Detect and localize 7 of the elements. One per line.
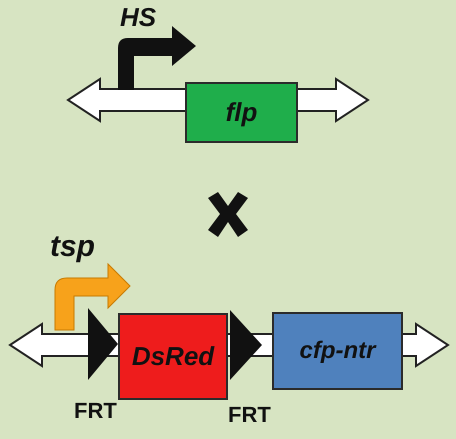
element-label: HS — [120, 2, 156, 33]
element-label: FRT — [228, 402, 271, 428]
gene-box: flp — [185, 82, 298, 143]
element-label: tsp — [50, 230, 95, 264]
gene-box: cfp-ntr — [272, 312, 403, 390]
gene-box: DsRed — [118, 313, 228, 400]
element-label: FRT — [74, 398, 117, 424]
